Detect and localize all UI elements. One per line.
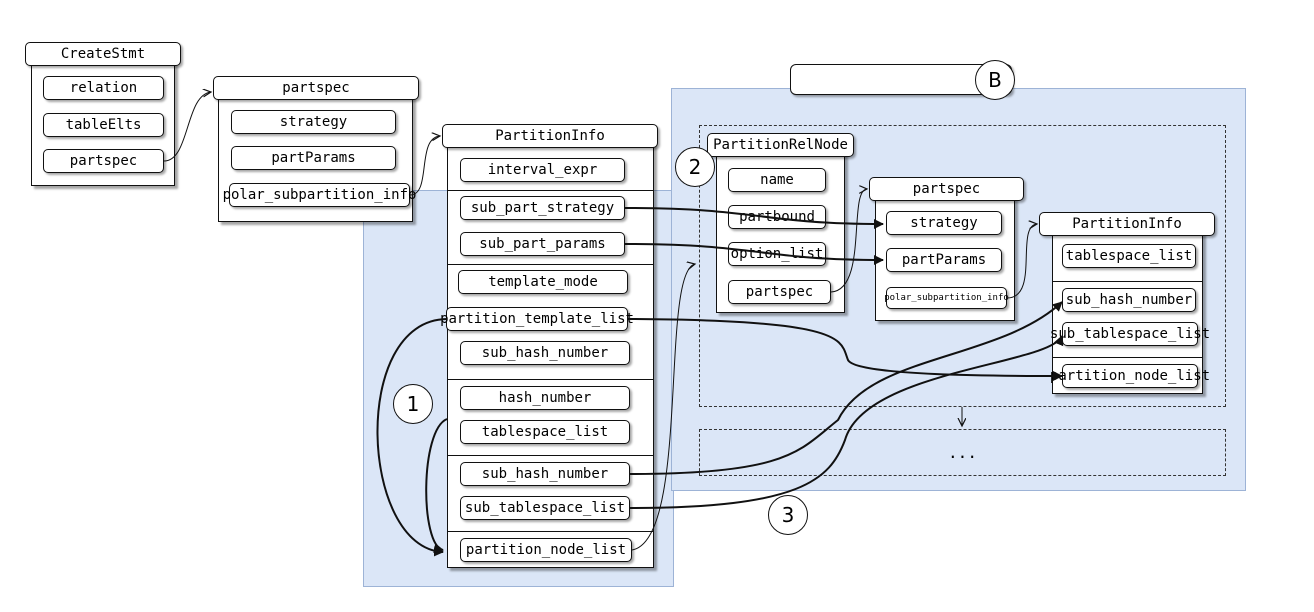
sub-tablespace-list-field: sub_tablespace_list: [460, 496, 630, 520]
section-divider: [447, 379, 654, 380]
relnode-partspec-link: [830, 189, 867, 293]
sub-part-strategy-link: [624, 207, 884, 229]
partspec-left-title: partspec: [213, 76, 419, 100]
relation-field: relation: [43, 76, 164, 100]
ellipsis-text: ...: [948, 443, 977, 462]
template-mode-field: template_mode: [458, 270, 628, 294]
create-stmt-title: CreateStmt: [25, 42, 181, 66]
partition-template-list-link: [627, 318, 1063, 381]
template-list-loop: [376, 318, 448, 557]
sub-part-params-link: [624, 243, 884, 265]
more-partitions-group: ...: [699, 429, 1226, 476]
polar-info-partitioninfo-link: [409, 136, 440, 196]
partition-node-list-field: partition_node_list: [460, 538, 632, 562]
partition-info-main-title: PartitionInfo: [442, 124, 658, 148]
section-divider: [447, 190, 654, 191]
partition-rel-node-title: PartitionRelNode: [707, 133, 854, 157]
strategy-field: strategy: [886, 211, 1002, 235]
partition-rel-node-group: [699, 125, 1226, 407]
section-divider: [1052, 357, 1203, 358]
marker-1: 1: [393, 384, 433, 424]
sub-tablespace-list-link: [629, 335, 1064, 509]
sub-hash-number-field: sub_hash_number: [460, 341, 630, 365]
marker-2: 2: [675, 147, 715, 187]
polar-info-sub-link: [1006, 224, 1037, 299]
polar-subpartition-info-field: polar_subpartition_info: [884, 287, 1009, 309]
interval-expr-field: interval_expr: [460, 158, 625, 182]
section-divider: [1052, 281, 1203, 282]
part-params-field: partParams: [886, 248, 1002, 272]
section-divider: [447, 531, 654, 532]
partspec-field: partspec: [43, 149, 164, 173]
section-divider: [447, 455, 654, 456]
sub-hash-number-link: [629, 301, 1063, 475]
part-params-field: partParams: [231, 146, 396, 170]
partspec-field: partspec: [728, 280, 831, 304]
marker-3: 3: [768, 495, 808, 535]
tablespace-list-field: tablespace_list: [1062, 244, 1196, 268]
sub-part-strategy-field: sub_part_strategy: [460, 196, 625, 220]
sub-tablespace-list-field: sub_tablespace_list: [1050, 322, 1210, 346]
strategy-field: strategy: [231, 110, 396, 134]
partition-info-sub-title: PartitionInfo: [1039, 212, 1215, 236]
name-field: name: [728, 168, 826, 192]
hash-number-loop: [425, 418, 448, 553]
region-b-badge: B: [975, 60, 1015, 100]
sub-hash-number-field-2: sub_hash_number: [460, 462, 630, 486]
table-elts-field: tableElts: [43, 113, 164, 137]
partspec-right-title: partspec: [869, 177, 1024, 201]
sub-hash-number-field: sub_hash_number: [1062, 288, 1196, 312]
hash-number-field: hash_number: [460, 386, 630, 410]
polar-subpartition-info-field: polar_subpartition_info: [223, 183, 416, 207]
sub-part-params-field: sub_part_params: [460, 232, 625, 256]
section-divider: [447, 264, 654, 265]
createstmt-partspec-link: [163, 92, 211, 162]
tablespace-list-field: tablespace_list: [460, 420, 630, 444]
partition-node-list-b-link: [631, 264, 695, 551]
